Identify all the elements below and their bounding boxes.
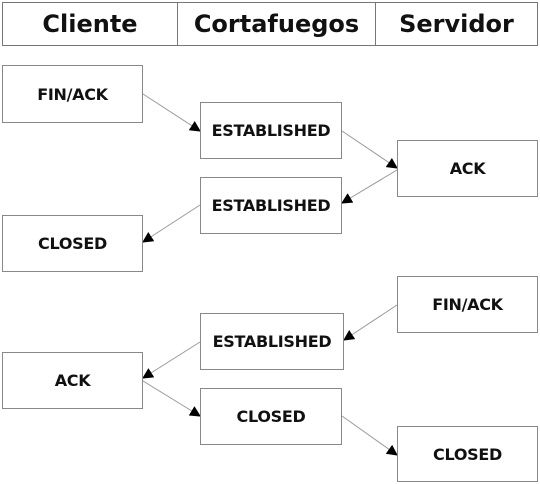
state-box-server-finack: FIN/ACK <box>397 276 538 333</box>
arrow-client-ack-to-closed <box>142 380 201 417</box>
state-box-client-finack: FIN/ACK <box>2 65 143 123</box>
state-box-firewall-established-2: ESTABLISHED <box>200 177 342 234</box>
column-header-cliente: Cliente <box>2 2 178 46</box>
column-header-servidor: Servidor <box>375 2 538 46</box>
state-box-server-closed: CLOSED <box>397 426 538 482</box>
arrow-established-to-ack <box>341 130 398 169</box>
state-box-server-ack: ACK <box>397 140 538 197</box>
arrow-established-to-client-ack <box>142 341 201 379</box>
state-box-firewall-closed: CLOSED <box>200 388 342 445</box>
arrow-ack-to-established <box>341 169 398 204</box>
arrow-server-finack-to-established <box>343 304 398 341</box>
arrow-closed-to-server-closed <box>341 415 398 456</box>
column-header-cortafuegos: Cortafuegos <box>177 2 376 46</box>
state-box-firewall-established-3: ESTABLISHED <box>200 313 344 370</box>
state-box-client-closed: CLOSED <box>2 215 143 272</box>
state-box-firewall-established-1: ESTABLISHED <box>200 102 342 159</box>
arrow-established-to-closed <box>142 204 201 243</box>
arrow-finack-to-established <box>142 93 201 132</box>
state-box-client-ack: ACK <box>2 352 143 409</box>
